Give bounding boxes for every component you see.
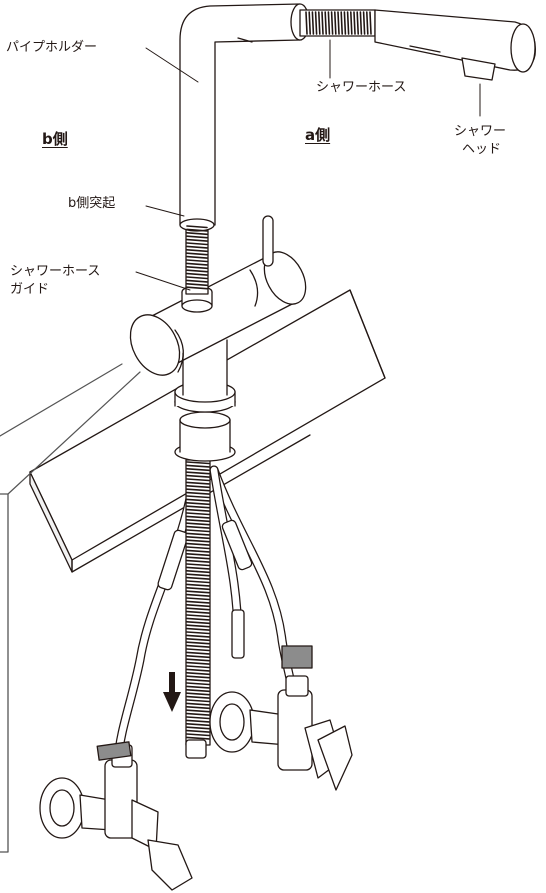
pipe-holder (179, 3, 301, 232)
coil-ridges-lower (186, 461, 210, 740)
arrow-down-icon (163, 672, 181, 712)
label-b-side-projection: b側突起 (68, 196, 116, 211)
hose-fitting-right (221, 519, 253, 571)
label-shower-hose: シャワーホース (316, 80, 407, 95)
detail-callout-line-lower (7, 371, 141, 495)
detail-callout-line-upper (0, 363, 123, 437)
lever-handle (262, 215, 274, 267)
leader-lines (135, 39, 481, 291)
tape-right (281, 645, 313, 669)
shower-head (374, 9, 536, 81)
hose-fitting-left (157, 529, 189, 591)
supply-hose-right (209, 465, 297, 695)
label-shower-head-line1: シャワー (454, 124, 507, 139)
tape-left (96, 741, 132, 761)
label-shower-head-line2: ヘッド (462, 142, 502, 157)
shower-hose-end (185, 739, 207, 759)
stop-valve-left (39, 741, 193, 891)
stop-valve-right (209, 645, 353, 791)
label-hose-guide-line2: ガイド (10, 282, 50, 297)
detail-callout-box (0, 493, 9, 853)
label-pipe-holder: パイプホルダー (6, 40, 98, 55)
coil-ridges-top (305, 11, 372, 35)
mixer-body (129, 251, 307, 376)
coil-ridges-upper (186, 225, 208, 290)
label-side-a: a側 (305, 126, 331, 144)
supply-hose-middle (209, 465, 245, 659)
label-side-b: b側 (42, 130, 68, 148)
label-hose-guide-line1: シャワーホース (10, 264, 101, 279)
